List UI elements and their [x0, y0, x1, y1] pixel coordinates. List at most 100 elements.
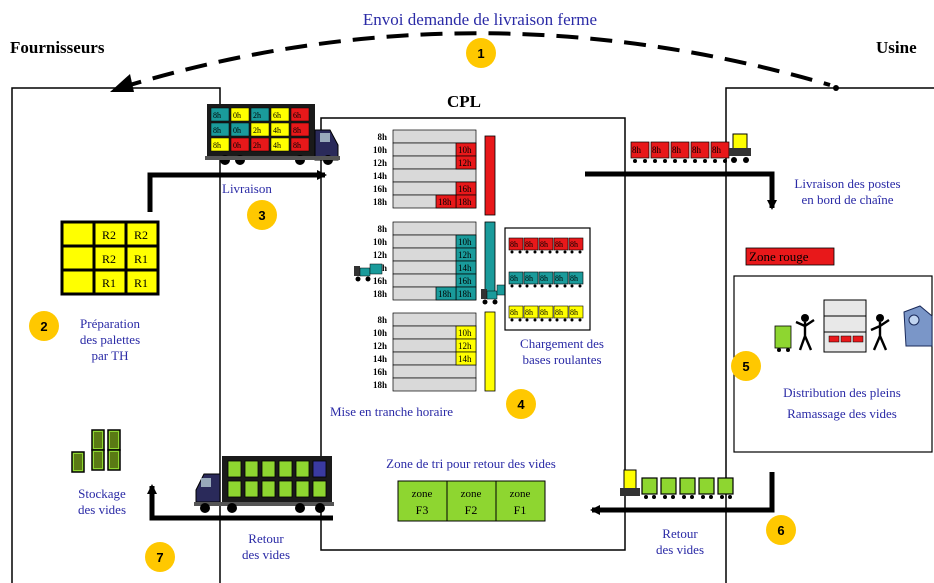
zone-tri-box: [397, 480, 448, 522]
rack-time-label: 8h: [377, 132, 387, 142]
cargo-box: [210, 107, 230, 122]
cargo-label: 0h: [233, 126, 241, 135]
rack-box: [435, 286, 457, 301]
rack-box-label: 12h: [458, 158, 472, 168]
cargo-box: [270, 122, 290, 137]
rack-slot: [392, 377, 477, 392]
base-box: [508, 271, 524, 285]
rack-box-label: 18h: [438, 289, 452, 299]
step-badge-7: [145, 542, 175, 572]
zone-line2: F2: [465, 503, 478, 517]
truck-empty-box: [278, 460, 293, 478]
step-badge-4: [506, 389, 536, 419]
cargo-label: 8h: [213, 126, 221, 135]
yellow-bar: [484, 311, 496, 392]
stockage-label: Stockage des vides: [62, 486, 142, 518]
ligne-box: [733, 275, 933, 453]
train-box: [650, 141, 670, 159]
cargo-box: [270, 107, 290, 122]
truck-empty-box: [295, 460, 310, 478]
zone-rouge-label: Zone rouge: [749, 249, 809, 264]
base-box: [508, 305, 524, 319]
base-label: 8h: [555, 240, 563, 249]
livraison-postes-line1: Livraison des postes: [794, 176, 901, 191]
base-label: 8h: [525, 274, 533, 283]
zone-line1: zone: [461, 488, 482, 500]
cargo-box: [250, 122, 270, 137]
zone-tri-box: [495, 480, 546, 522]
base-box: [568, 305, 584, 319]
cargo-label: 6h: [273, 111, 281, 120]
base-box: [553, 237, 569, 251]
rack-box-label: 16h: [458, 276, 472, 286]
step5-line1: Distribution des pleins: [783, 385, 901, 400]
train-label: 8h: [632, 145, 642, 155]
palette-cell: [60, 244, 96, 272]
cargo-label: 6h: [293, 111, 301, 120]
empty-container: [679, 477, 696, 495]
cpl-box: [320, 117, 626, 551]
step2-label: Préparation des palettes par TH: [60, 316, 160, 364]
train-label: 8h: [672, 145, 682, 155]
train-box: [670, 141, 690, 159]
base-box: [523, 305, 539, 319]
palette-label: R1: [134, 276, 148, 290]
train-box: [690, 141, 710, 159]
step-number-5: 5: [742, 359, 749, 374]
rack-time-label: 14h: [373, 171, 387, 181]
rack-time-label: 18h: [373, 289, 387, 299]
cargo-label: 8h: [213, 141, 221, 150]
zone-line2: F3: [416, 503, 429, 517]
zone-tri-label: Zone de tri pour retour des vides: [386, 456, 556, 471]
step-number-3: 3: [258, 208, 265, 223]
rack-slot: [392, 364, 477, 379]
step6-line1: Retour: [662, 526, 698, 541]
rack-box-label: 10h: [458, 145, 472, 155]
forklift-icon: [354, 263, 383, 282]
base-label: 8h: [510, 308, 518, 317]
base-box: [523, 271, 539, 285]
base-box: [553, 271, 569, 285]
cargo-box: [270, 137, 290, 152]
empty-container: [717, 477, 734, 495]
truck-empty-box: [312, 460, 327, 478]
rack-time-label: 12h: [373, 250, 387, 260]
rack-box: [455, 351, 477, 366]
rack-box-label: 10h: [458, 237, 472, 247]
base-label: 8h: [570, 240, 578, 249]
train-label: 8h: [652, 145, 662, 155]
rack-time-label: 10h: [373, 145, 387, 155]
rack-box-label: 12h: [458, 250, 472, 260]
livraison-postes-arrow: [585, 171, 777, 210]
zone-tri-box: [446, 480, 497, 522]
rack-box-label: 14h: [458, 263, 472, 273]
cargo-box: [290, 137, 310, 152]
cargo-box: [230, 122, 250, 137]
cargo-box: [250, 137, 270, 152]
empty-container: [698, 477, 715, 495]
base-label: 8h: [540, 240, 548, 249]
cargo-label: 0h: [233, 111, 241, 120]
train-label: 8h: [692, 145, 702, 155]
rack-time-label: 10h: [373, 328, 387, 338]
rack-slot: [392, 129, 477, 144]
truck-empty-box: [261, 460, 276, 478]
rack-time-label: 10h: [373, 237, 387, 247]
fournisseurs-label: Fournisseurs: [10, 38, 105, 57]
step-number-6: 6: [777, 523, 784, 538]
rack-time-label: 8h: [377, 315, 387, 325]
stockage-containers: [71, 429, 121, 473]
base-label: 8h: [540, 274, 548, 283]
arc-arrow-left: [110, 74, 134, 92]
chargement-line2: bases roulantes: [522, 352, 602, 367]
rack-box-label: 14h: [458, 354, 472, 364]
step7-line1: Retour: [248, 531, 284, 546]
rack-slot: [392, 221, 477, 236]
base-label: 8h: [555, 274, 563, 283]
step5-line2: Ramassage des vides: [787, 406, 897, 421]
base-box: [568, 271, 584, 285]
base-box: [508, 237, 524, 251]
train-box: [630, 141, 650, 159]
rack-time-label: 18h: [373, 380, 387, 390]
